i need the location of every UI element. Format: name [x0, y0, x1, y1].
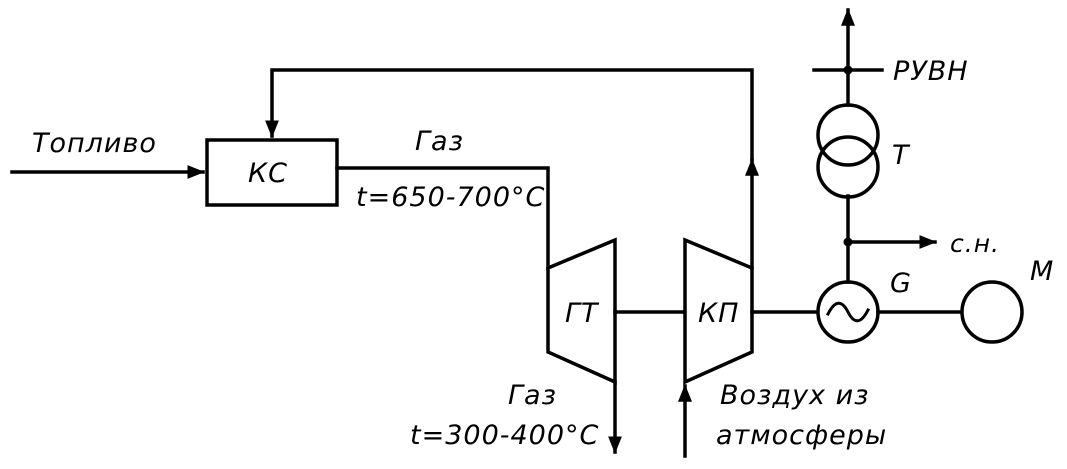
fuel-label: Топливо — [32, 128, 157, 159]
busbar-node — [843, 65, 853, 75]
compressor-shape — [683, 237, 754, 385]
transformer-lower-coil — [816, 135, 880, 199]
transformer-upper-coil — [816, 103, 880, 167]
generator-label: G — [890, 268, 912, 299]
gas-turbine-label: ГТ — [565, 298, 600, 329]
combustion-chamber-label: КС — [248, 158, 288, 189]
compressed-air-line — [265, 68, 754, 162]
combustion-chamber-box — [205, 138, 339, 207]
motor-circle — [960, 280, 1024, 344]
temp-bottom-label: t=300-400°С — [410, 420, 599, 451]
air-label-line1: Воздух из — [720, 380, 870, 411]
motor-label: М — [1030, 256, 1054, 287]
air-label-line2: атмосферы — [716, 420, 887, 451]
compressor-label: КП — [698, 298, 739, 329]
temp-top-label: t=650-700°С — [356, 182, 545, 213]
hot-gas-line — [335, 166, 550, 270]
transformer-label: Т — [892, 140, 911, 171]
gas-bottom-label: Газ — [508, 380, 557, 411]
aux-needs-label: с.н. — [950, 229, 1000, 258]
gas-top-label: Газ — [415, 126, 464, 157]
switchgear-label: РУВН — [893, 56, 969, 87]
generator-sine-icon — [825, 301, 871, 323]
